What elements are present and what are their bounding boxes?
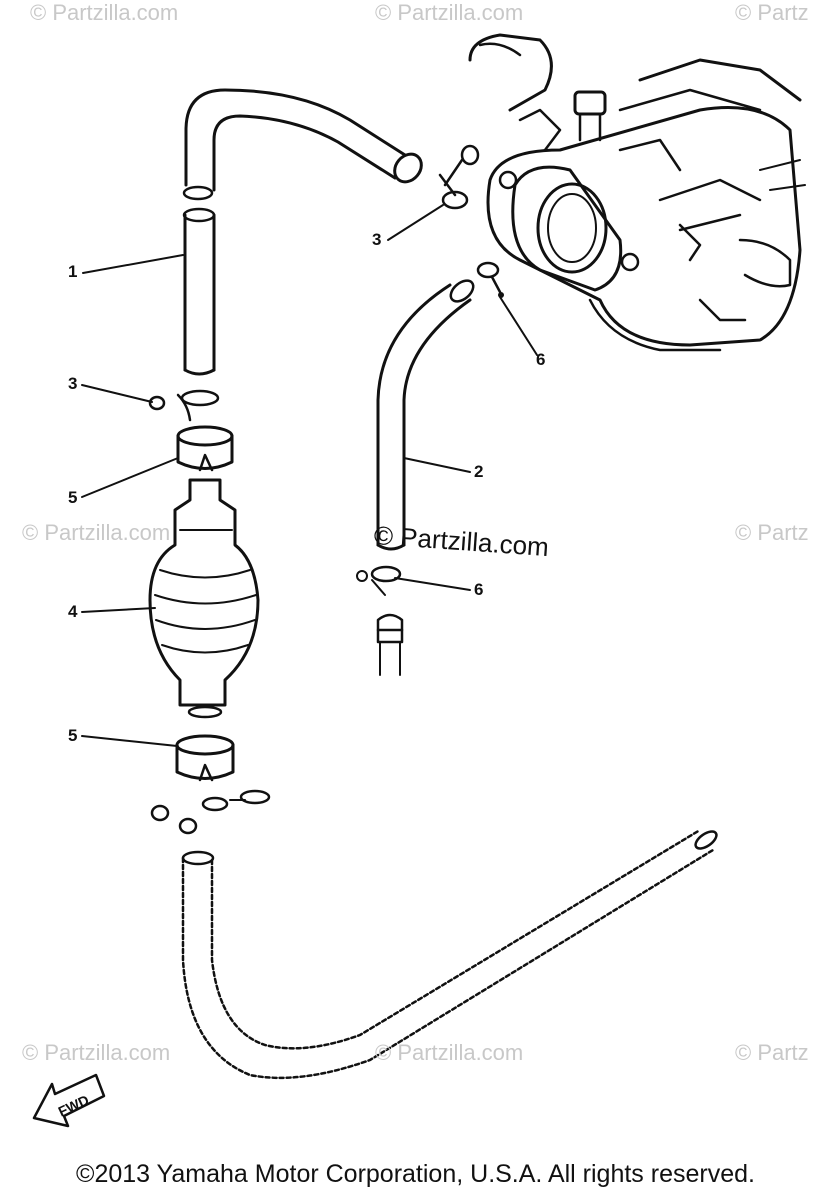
callout-5-upper: 5: [68, 488, 78, 507]
watermark: © Partzilla.com: [375, 1040, 524, 1065]
clip-part-6-upper: [476, 261, 504, 298]
hose-fitting: [376, 613, 404, 676]
fwd-arrow-icon: [32, 1073, 106, 1128]
clamp-part-5-lower: [175, 734, 235, 782]
clip-part-3-upper: [438, 144, 480, 210]
callout-4: 4: [68, 602, 78, 621]
watermark: © Partzilla.com: [30, 0, 179, 25]
watermark: © Partz: [735, 1040, 809, 1065]
clip-part-3-lower: [148, 389, 220, 422]
copyright-notice: ©2013 Yamaha Motor Corporation, U.S.A. A…: [76, 1160, 755, 1188]
carburetor-assembly: [468, 33, 806, 352]
watermark: © Partzilla.com: [375, 0, 524, 25]
upper-hose-bend: [182, 88, 423, 201]
fuel-line-lower: [181, 828, 718, 1080]
primer-bulb-part-4: [148, 478, 260, 719]
fwd-label: FWD: [56, 1092, 92, 1120]
callout-3-upper: 3: [372, 230, 382, 249]
callout-2: 2: [474, 462, 484, 481]
callout-6-lower: 6: [474, 580, 484, 599]
callout-6-upper: 6: [536, 350, 546, 369]
clip-lower: [150, 789, 271, 835]
callout-5-lower: 5: [68, 726, 78, 745]
watermark: © Partz: [735, 0, 809, 25]
clamp-part-5-upper: [176, 425, 234, 472]
watermark: © Partzilla.com: [22, 520, 171, 545]
callout-3-lower: 3: [68, 374, 78, 393]
watermark: © Partzilla.com: [22, 1040, 171, 1065]
hose-part-2: [376, 279, 475, 551]
watermark: © Partz: [735, 520, 809, 545]
hose-part-1: [182, 207, 216, 376]
callout-1: 1: [68, 262, 78, 281]
leader-lines: [81, 204, 538, 747]
clip-part-6-lower: [356, 565, 402, 596]
